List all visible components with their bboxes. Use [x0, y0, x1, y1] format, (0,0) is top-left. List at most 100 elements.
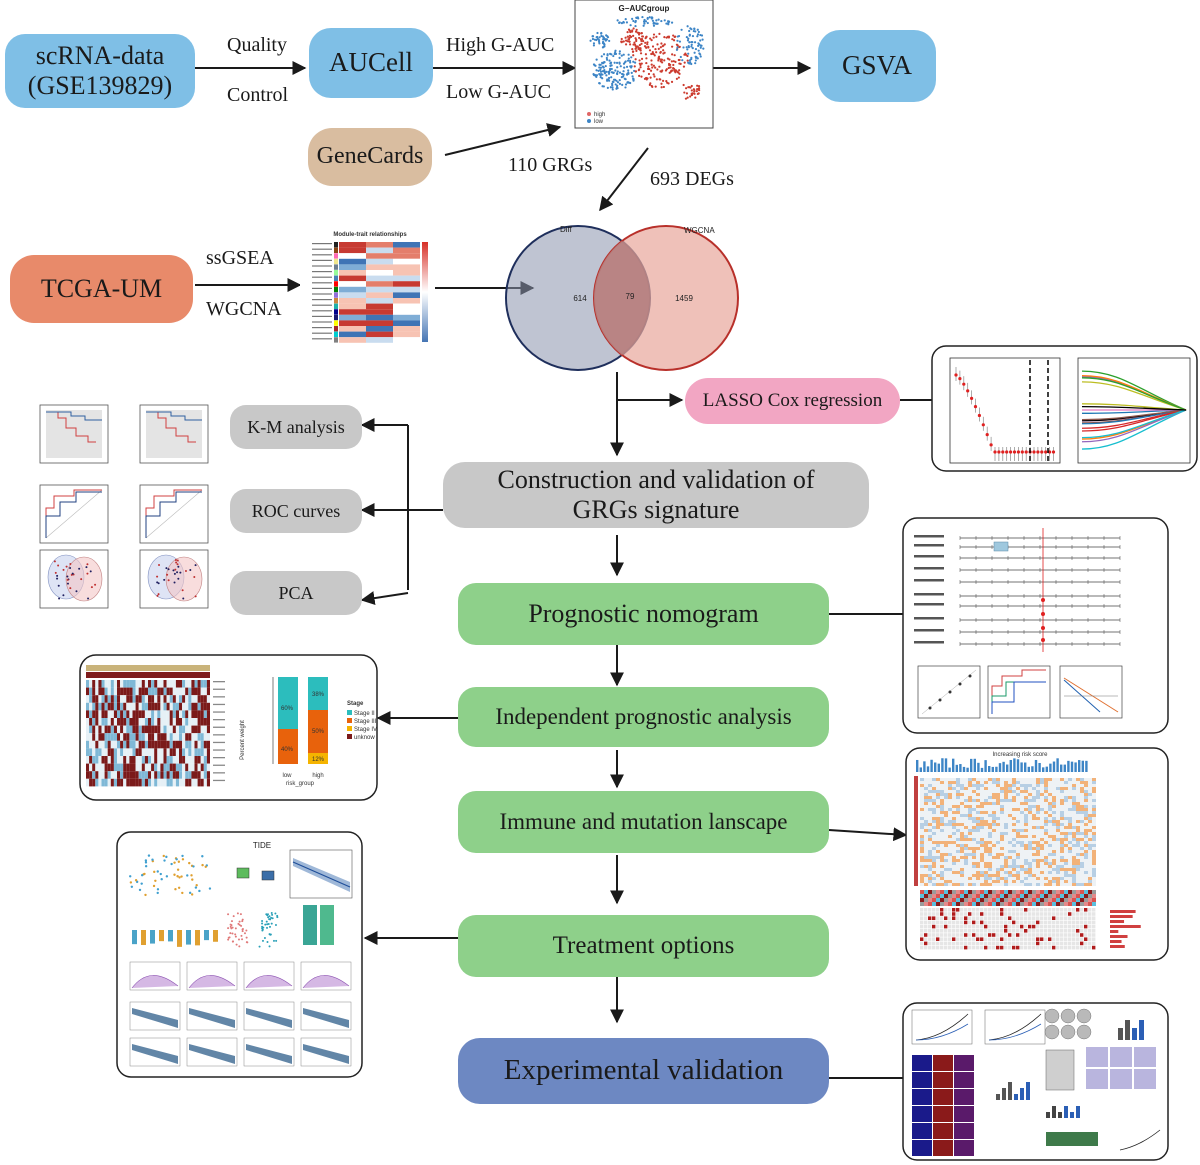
mutation-cell	[924, 937, 928, 941]
tmb-point	[241, 938, 244, 941]
immune-cell	[1008, 841, 1012, 844]
immune-cell	[1016, 838, 1020, 841]
immune-cell	[940, 835, 944, 838]
immune-cell	[988, 796, 992, 799]
annotation-cell	[976, 902, 980, 906]
immune-cell	[1024, 856, 1028, 859]
treatment-label: Treatment options	[552, 931, 735, 959]
immune-cell	[1080, 865, 1084, 868]
umap-point	[638, 74, 641, 77]
immune-cell	[1084, 877, 1088, 880]
heatmap-cell	[179, 771, 183, 779]
module-name	[312, 332, 332, 334]
umap-point	[693, 41, 697, 44]
mutation-cell	[936, 933, 940, 937]
umap-point	[678, 72, 681, 75]
heatmap-cell	[166, 695, 170, 703]
heatmap-cell	[95, 710, 99, 718]
mutation-cell	[1036, 941, 1040, 946]
immune-cell	[1080, 823, 1084, 826]
umap-point	[642, 70, 645, 73]
tmb-point	[227, 927, 230, 930]
immune-cell	[972, 814, 976, 817]
annotation-cell	[936, 898, 940, 902]
immune-cell	[1004, 874, 1008, 877]
immune-cell	[1024, 850, 1028, 853]
annotation-cell	[932, 890, 936, 894]
immune-cell	[1088, 865, 1092, 868]
heatmap-cell	[203, 680, 207, 688]
immune-cell	[952, 847, 956, 850]
immune-cell	[984, 796, 988, 799]
immune-cell	[956, 784, 960, 787]
immune-cell	[1092, 784, 1096, 787]
immune-cell	[1048, 856, 1052, 859]
node-km-analysis: K-M analysis	[230, 405, 362, 449]
mutation-cell	[1072, 920, 1076, 925]
heatmap-cell	[203, 778, 207, 787]
heatmap-cell	[104, 710, 108, 718]
immune-cell	[988, 793, 992, 796]
immune-cell	[1080, 811, 1084, 814]
mutation-cell	[1088, 908, 1092, 912]
immune-cell	[1072, 817, 1076, 820]
heatmap-cell	[163, 680, 167, 688]
heatmap-cell	[339, 303, 366, 310]
immune-cell	[952, 787, 956, 790]
annotation-cell	[956, 898, 960, 902]
immune-cell	[1068, 796, 1072, 799]
immune-cell	[976, 862, 980, 865]
heatmap-cell	[144, 748, 148, 756]
immune-cell	[1092, 811, 1096, 814]
immune-cell	[992, 823, 996, 826]
mutation-cell	[1092, 912, 1096, 916]
umap-point	[682, 65, 686, 68]
umap-point	[627, 53, 630, 56]
umap-point	[651, 52, 654, 55]
mutation-cell	[1016, 929, 1020, 933]
immune-cell	[1032, 802, 1036, 805]
heatmap-cell	[92, 702, 96, 711]
mutation-cell	[1056, 937, 1060, 941]
immune-cell	[1072, 883, 1076, 886]
mutation-cell	[1072, 945, 1076, 950]
mutation-cell	[1016, 924, 1020, 929]
heatmap-cell	[169, 695, 173, 703]
immune-cell	[1020, 856, 1024, 859]
immune-cell	[1048, 868, 1052, 871]
immune-cell	[972, 805, 976, 808]
umap-point	[627, 57, 630, 60]
immune-cell	[1044, 796, 1048, 799]
mutation-cell	[1016, 933, 1020, 937]
umap-point	[589, 39, 592, 42]
tmb-point	[245, 936, 248, 939]
immune-cell	[1016, 778, 1020, 781]
immune-cell	[1048, 778, 1052, 781]
mutation-cell	[964, 937, 968, 941]
immune-cell	[1048, 823, 1052, 826]
immune-cell	[920, 784, 924, 787]
annotation-cell	[1032, 902, 1036, 906]
immune-cell	[948, 793, 952, 796]
immune-cell	[1028, 811, 1032, 814]
km-area	[146, 410, 202, 458]
immune-cell	[1064, 874, 1068, 877]
immune-cell	[928, 847, 932, 850]
immune-cell	[940, 814, 944, 817]
mutation-cell	[1024, 912, 1028, 916]
module-name	[312, 321, 332, 323]
heatmap-cell	[393, 253, 420, 259]
heatmap-cell	[160, 771, 164, 779]
mutation-cell	[1012, 941, 1016, 946]
pca-point	[167, 579, 170, 582]
heatmap-cell	[144, 763, 148, 772]
immune-cell	[1064, 793, 1068, 796]
immune-cell	[1064, 859, 1068, 862]
mutation-cell	[956, 941, 960, 946]
exp-bar	[1046, 1112, 1050, 1118]
immune-cell	[988, 823, 992, 826]
immune-cell	[924, 778, 928, 781]
immune-cell	[1016, 811, 1020, 814]
annotation-cell	[1052, 894, 1056, 898]
immune-cell	[1080, 790, 1084, 793]
